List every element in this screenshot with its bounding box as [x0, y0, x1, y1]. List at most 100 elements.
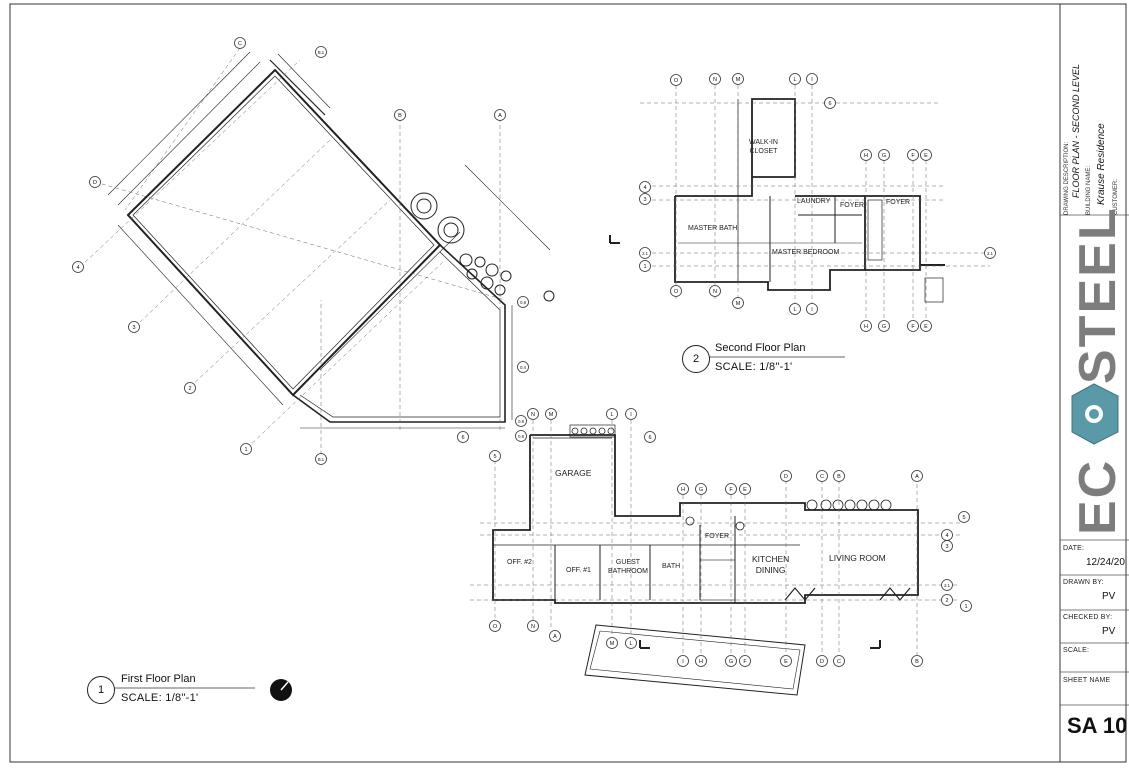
- drawn-by-label: DRAWN BY:: [1063, 579, 1104, 586]
- grid-bubble-label: 0.6: [518, 434, 524, 439]
- grid-bubble: E: [739, 483, 751, 495]
- grid-bubble-label: O: [493, 624, 498, 630]
- grid-bubble-label: F: [911, 324, 915, 330]
- grid-bubble-label: A: [915, 474, 919, 480]
- grid-bubble-label: 3: [643, 197, 646, 203]
- grid-bubble: 2: [941, 594, 953, 606]
- sheet-border: [9, 3, 1127, 763]
- grid-bubble: 4: [72, 261, 84, 273]
- grid-bubble-label: D: [784, 474, 788, 480]
- second-floor-plan: [609, 85, 990, 330]
- grid-bubble: M: [606, 637, 618, 649]
- grid-bubble-label: 4: [945, 533, 948, 539]
- grid-bubble: 2: [184, 382, 196, 394]
- grid-bubble: E: [920, 320, 932, 332]
- grid-bubble-label: H: [864, 324, 868, 330]
- grid-bubble-label: 4: [76, 265, 79, 271]
- room-garage: GARAGE: [555, 468, 592, 478]
- grid-bubble: I: [625, 408, 637, 420]
- grid-bubble: D: [780, 470, 792, 482]
- grid-bubble: C: [816, 470, 828, 482]
- room-foyer-upper-b: FOYER: [886, 199, 911, 206]
- grid-bubble-label: L: [793, 307, 796, 313]
- grid-bubble-label: L: [610, 412, 613, 418]
- grid-bubble: L: [625, 637, 637, 649]
- title-block-rows: [1060, 214, 1129, 706]
- grid-bubble: H: [860, 149, 872, 161]
- room-laundry: LAUNDRY: [797, 198, 831, 205]
- grid-bubble-label: B: [915, 659, 919, 665]
- grid-bubble: 2.1: [639, 247, 651, 259]
- grid-bubble: L: [789, 73, 801, 85]
- date-label: DATE:: [1063, 545, 1085, 552]
- grid-bubble: 0.8: [517, 296, 529, 308]
- grid-bubble-label: 2.1: [987, 251, 993, 256]
- grid-bubble: C: [234, 37, 246, 49]
- grid-bubble-label: 0.8: [518, 419, 524, 424]
- first-floor-plan: [470, 420, 960, 696]
- grid-bubble-label: B.1: [318, 50, 325, 55]
- grid-bubble-label: O: [674, 78, 679, 84]
- grid-bubble: D: [89, 176, 101, 188]
- grid-bubble-label: 0.4: [520, 365, 526, 370]
- second-floor-view-title: Second Floor Plan: [715, 342, 806, 354]
- grid-bubble-label: F: [743, 659, 747, 665]
- grid-bubble-label: 4: [643, 185, 646, 191]
- building-name: Krause Residence: [1096, 123, 1107, 205]
- grid-bubble-label: 1: [643, 264, 646, 270]
- grid-bubble: E: [780, 655, 792, 667]
- grid-bubble-label: D: [93, 180, 97, 186]
- grid-bubble-label: L: [793, 77, 796, 83]
- room-guest-bathroom: GUEST BATHROOM: [608, 559, 648, 575]
- grid-bubble-label: N: [531, 412, 535, 418]
- grid-bubble: L: [789, 303, 801, 315]
- room-living-room: LIVING ROOM: [829, 553, 886, 563]
- drawing-description: FLOOR PLAN - SECOND LEVEL: [1071, 63, 1081, 198]
- grid-bubble-label: 6: [461, 435, 464, 441]
- second-floor-view-scale: SCALE: 1/8"-1': [715, 361, 793, 373]
- grid-bubble: 6: [457, 431, 469, 443]
- checked-by-value: PV: [1102, 626, 1116, 637]
- first-floor-view-title: First Floor Plan: [121, 673, 196, 685]
- grid-bubble-label: I: [811, 77, 813, 83]
- grid-bubble: 4: [639, 181, 651, 193]
- grid-bubble-label: B: [398, 113, 402, 119]
- grid-bubble-label: G: [882, 324, 886, 330]
- grid-bubble: 3: [128, 321, 140, 333]
- grid-bubble-label: G: [699, 487, 703, 493]
- date-value: 12/24/20: [1086, 557, 1125, 568]
- grid-bubble: O: [670, 285, 682, 297]
- grid-bubble-label: C: [837, 659, 841, 665]
- grid-bubble-label: M: [736, 301, 741, 307]
- grid-bubble-label: M: [736, 77, 741, 83]
- grid-bubble-label: C: [820, 474, 824, 480]
- grid-bubble: 6: [644, 431, 656, 443]
- grid-bubble: F: [907, 149, 919, 161]
- grid-bubble-label: 6: [648, 435, 651, 441]
- grid-bubble-label: E: [784, 659, 788, 665]
- grid-bubble: 0.4: [517, 361, 529, 373]
- room-walk-in-closet: WALK-IN CLOSET: [749, 139, 778, 155]
- ecosteel-logo-mark-icon: [1071, 383, 1119, 445]
- room-master-bedroom: MASTER BEDROOM: [772, 249, 840, 256]
- grid-bubble: I: [677, 655, 689, 667]
- room-office-1: OFF. #1: [566, 567, 591, 574]
- grid-bubble: 2.1: [941, 579, 953, 591]
- grid-bubble-label: 5: [493, 454, 496, 460]
- grid-bubble-label: I: [811, 307, 813, 313]
- grid-bubble: G: [878, 149, 890, 161]
- grid-bubble: O: [489, 620, 501, 632]
- grid-bubble-label: H: [864, 153, 868, 159]
- grid-bubble: 5: [958, 511, 970, 523]
- grid-bubble: A: [911, 470, 923, 482]
- grid-bubble-label: 6: [828, 101, 831, 107]
- grid-bubble-label: 1: [964, 604, 967, 610]
- grid-bubble-label: 3: [945, 544, 948, 550]
- sheet-number: SA 10: [1067, 713, 1127, 738]
- room-foyer-lower: FOYER: [705, 533, 730, 540]
- grid-bubble-label: F: [911, 153, 915, 159]
- grid-bubble: B: [911, 655, 923, 667]
- grid-bubble-label: 0.8: [520, 300, 526, 305]
- grid-bubble-label: G: [729, 659, 733, 665]
